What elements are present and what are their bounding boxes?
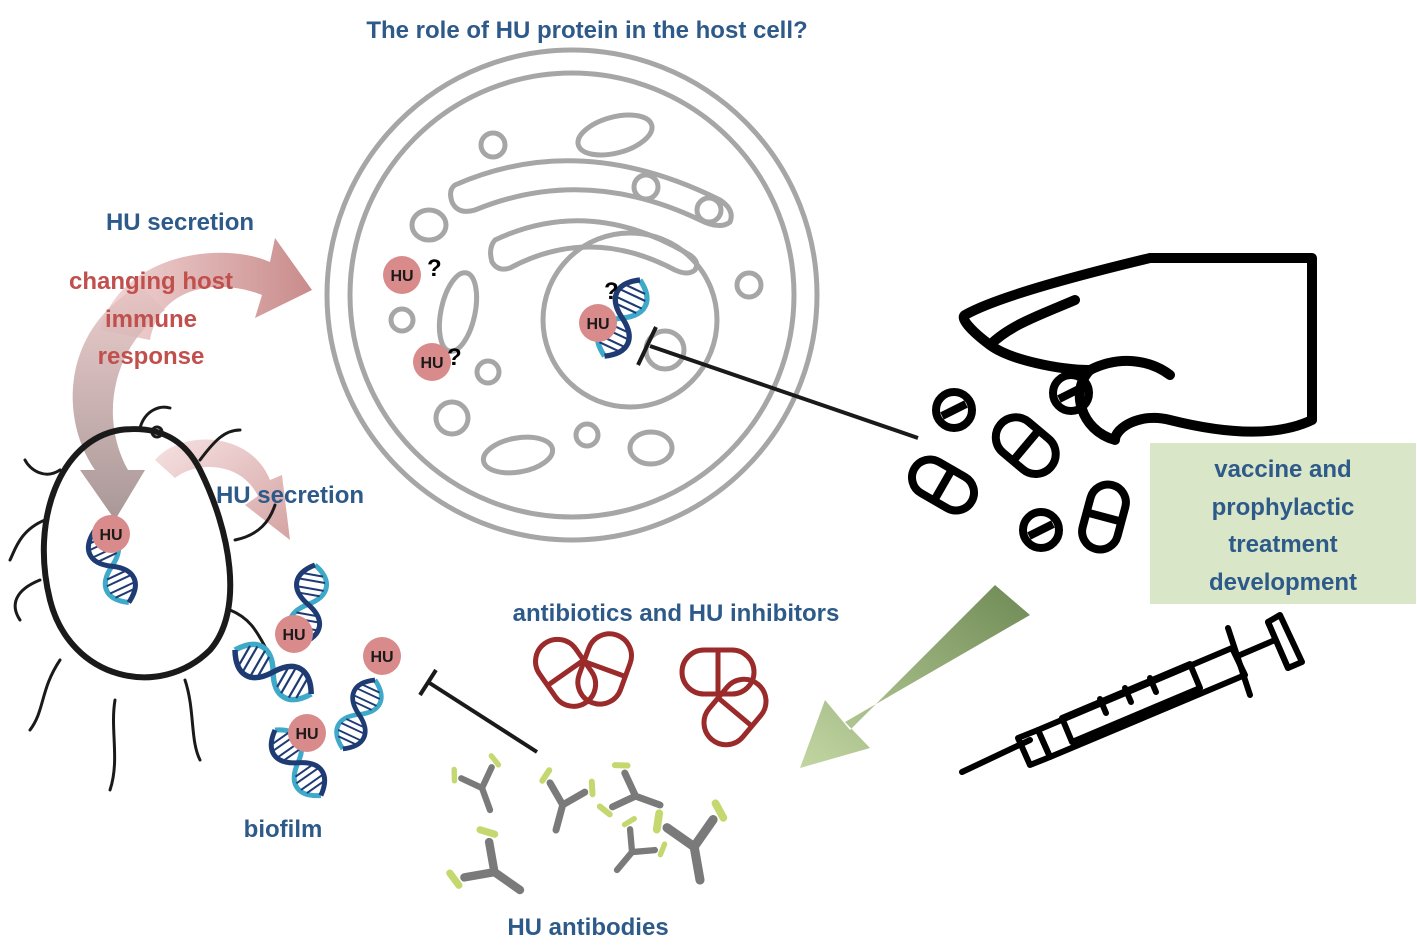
capsule-3 <box>1078 480 1130 554</box>
endoplasmic-reticulum <box>448 158 734 228</box>
label-biofilm: biofilm <box>244 816 323 843</box>
inhibition-line-biofilm <box>418 668 539 754</box>
vesicle-left-large <box>409 207 449 243</box>
label-changing-host-1: changing host <box>69 268 233 295</box>
biofilm-hu-3: HU <box>288 714 326 752</box>
vaccine-label-3: treatment <box>1228 531 1338 558</box>
vaccine-label-2: prophylactic <box>1211 493 1355 521</box>
label-antibiotics: antibiotics and HU inhibitors <box>513 600 840 627</box>
vesicle-8 <box>433 399 471 437</box>
svg-text:?: ? <box>427 255 442 282</box>
svg-text:HU: HU <box>370 649 393 666</box>
hand-icon <box>958 253 1317 445</box>
vesicle-4 <box>734 270 764 300</box>
pills-icon <box>908 371 1130 554</box>
nucleus-hu-dna: HU ? <box>579 273 654 362</box>
capsule-2 <box>908 455 978 515</box>
tablet-3 <box>1019 508 1063 552</box>
diagram-title: The role of HU protein in the host cell? <box>366 17 807 44</box>
svg-text:HU: HU <box>295 726 318 743</box>
svg-text:?: ? <box>447 344 462 371</box>
treatment-arrow <box>800 585 1030 768</box>
immune-response-arrow <box>72 285 165 520</box>
antibiotic-capsules <box>533 631 769 748</box>
vaccine-label-1: vaccine and <box>1214 456 1352 483</box>
svg-text:HU: HU <box>420 355 443 372</box>
tablet-1 <box>932 388 976 432</box>
hu-antibodies <box>447 755 733 916</box>
nucleus <box>540 230 720 410</box>
vaccine-label-4: development <box>1208 568 1358 596</box>
label-hu-secretion-top: HU secretion <box>106 209 254 236</box>
vesicle-2 <box>631 172 661 202</box>
svg-text:HU: HU <box>586 316 609 333</box>
svg-text:?: ? <box>604 278 619 305</box>
bacterium <box>8 405 277 792</box>
vaccine-development-box: vaccine and prophylactic treatment devel… <box>1150 443 1416 604</box>
svg-text:HU: HU <box>390 268 413 285</box>
cell-hu-2: HU ? <box>413 343 462 381</box>
mitochondrion-left <box>436 270 480 354</box>
mitochondrion-top <box>575 112 655 158</box>
hu-secretion-arrow-bacterium <box>155 439 290 540</box>
golgi-membrane <box>488 218 700 276</box>
vesicle-bottom-right <box>627 429 675 467</box>
label-hu-secretion-bacterium: HU secretion <box>216 482 364 509</box>
cell-inner-membrane <box>347 70 797 520</box>
label-changing-host-3: response <box>98 343 205 370</box>
biofilm: HU HU HU <box>227 562 401 804</box>
syringe-icon <box>959 612 1305 775</box>
biofilm-hu-1: HU <box>275 615 313 653</box>
label-hu-antibodies: HU antibodies <box>507 914 668 941</box>
inhibition-line-nucleus <box>636 326 919 440</box>
tablet-2 <box>1049 371 1093 415</box>
svg-text:HU: HU <box>99 527 122 544</box>
vesicle-6 <box>474 358 502 386</box>
vesicle-3 <box>694 195 724 225</box>
biofilm-hu-2: HU <box>363 637 401 675</box>
svg-text:HU: HU <box>282 627 305 644</box>
host-cell <box>324 47 820 543</box>
vesicle-7 <box>573 421 601 449</box>
label-changing-host-2: immune <box>105 306 197 333</box>
vesicle-5 <box>388 306 416 334</box>
vesicle-1 <box>478 130 508 160</box>
cell-outer-membrane <box>324 47 820 543</box>
bacterium-hu-dna: HU <box>81 515 142 609</box>
cell-hu-1: HU ? <box>383 255 442 294</box>
mitochondrion-bottom <box>480 434 556 476</box>
capsule-1 <box>991 413 1060 478</box>
